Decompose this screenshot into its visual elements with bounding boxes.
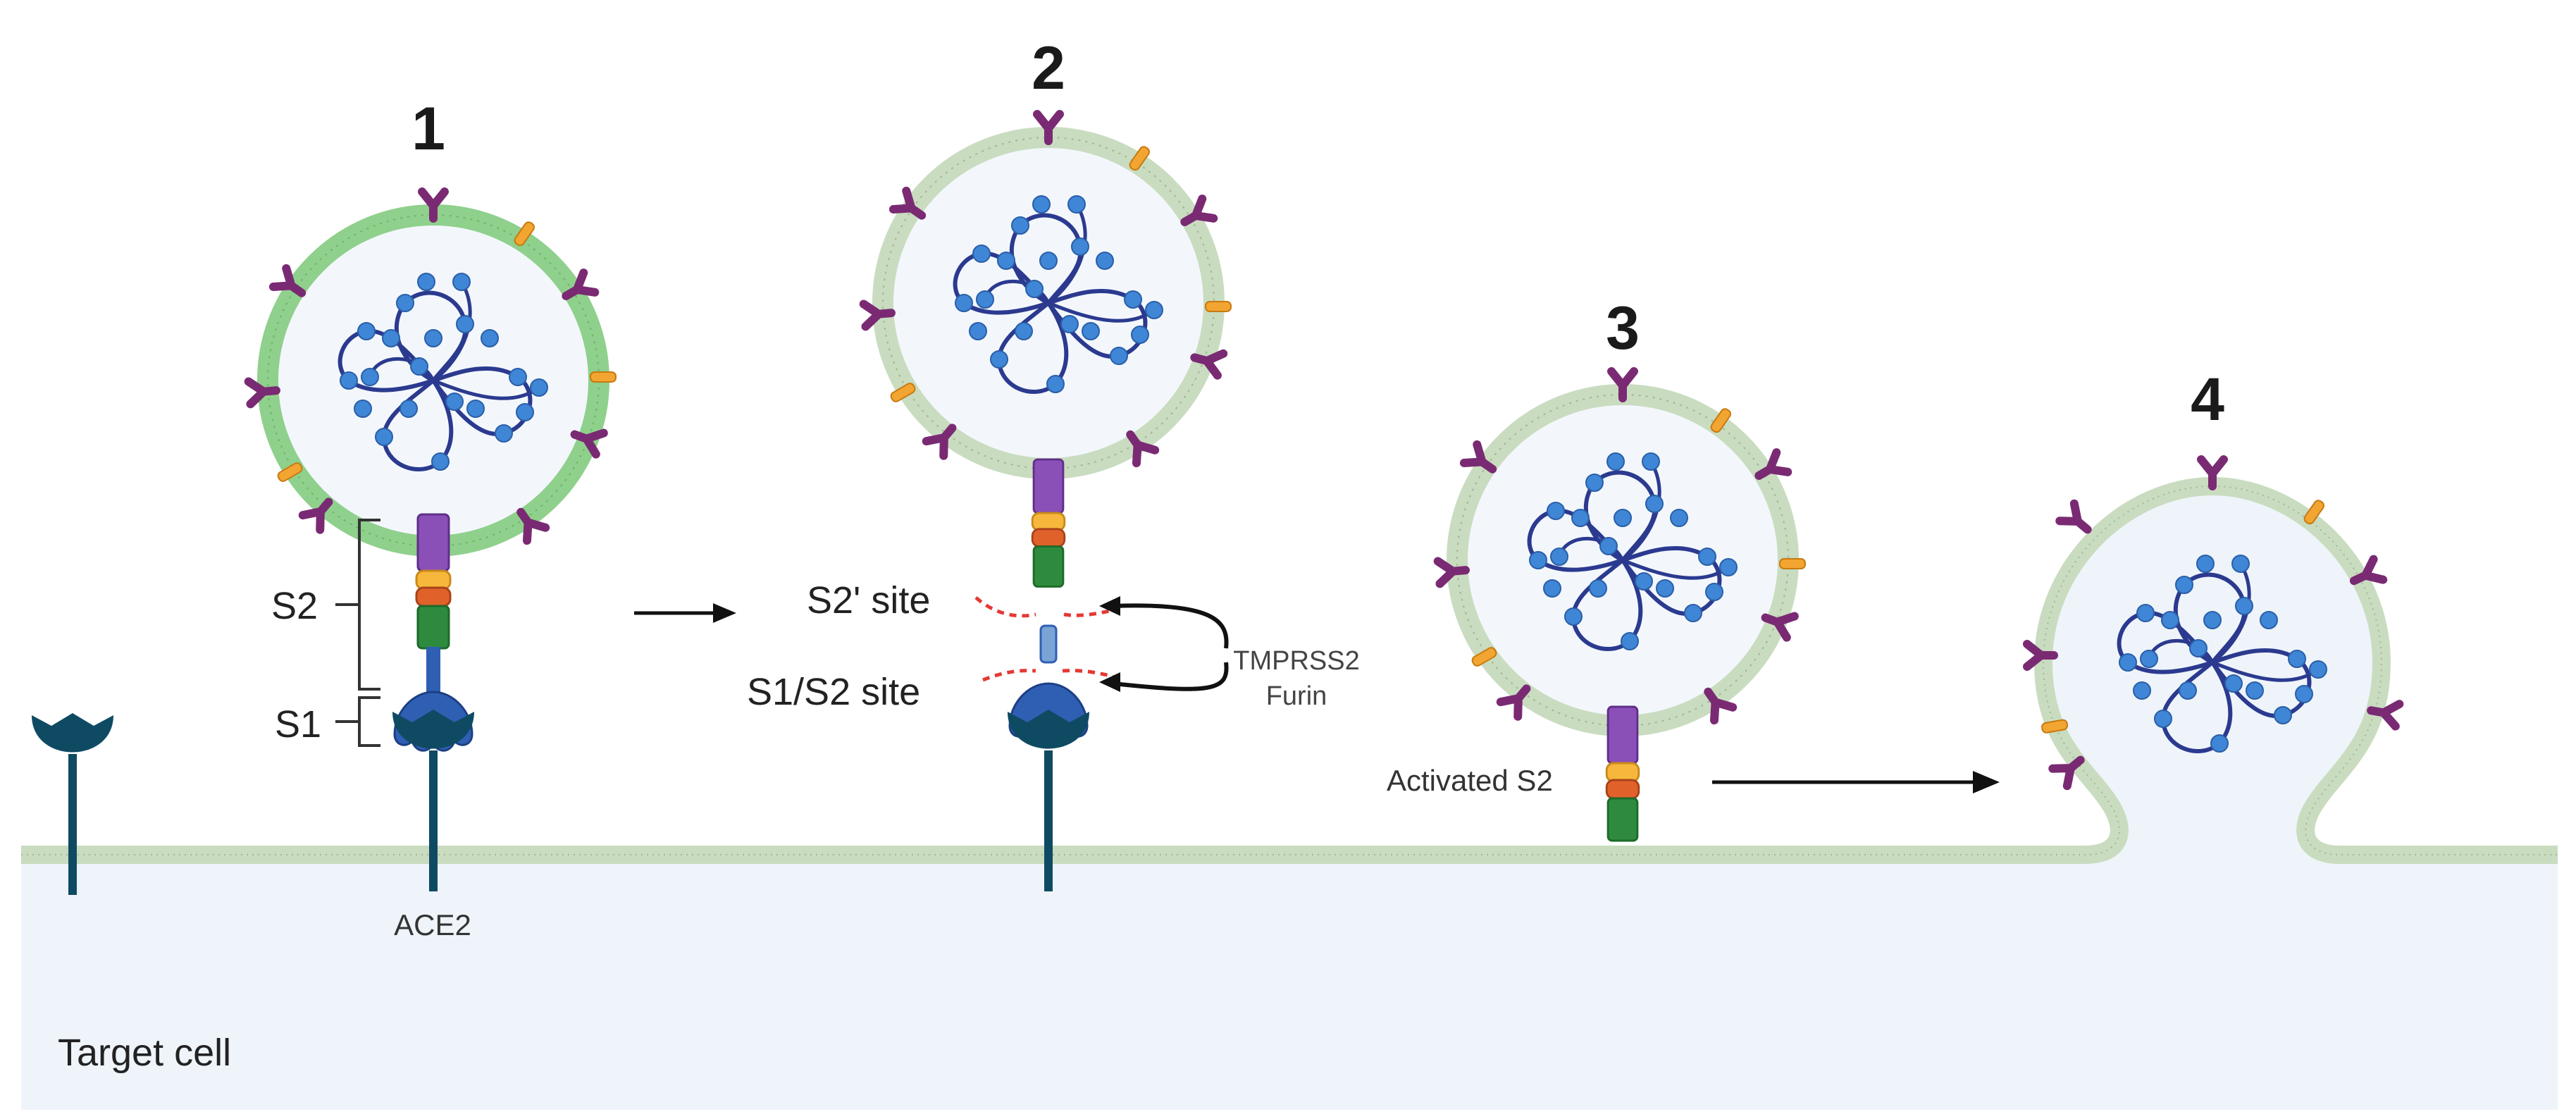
virion-stage-2: [864, 114, 1232, 479]
step-number-3: 3: [1606, 295, 1640, 362]
protease-label-tmprss2: TMPRSS2: [1233, 646, 1359, 676]
virion-stage-3: [1438, 371, 1806, 736]
protease-label-furin: Furin: [1266, 681, 1327, 711]
s2-prime-cleavage-mark: [974, 596, 1036, 618]
s1-s2-cleavage-mark: [982, 669, 1036, 682]
target-cell-cytoplasm: [21, 486, 2558, 1110]
s1-label: S1: [275, 703, 321, 746]
step-number-4: 4: [2191, 366, 2224, 433]
spike-protein-stage-1: [393, 513, 473, 752]
protease-cleavage-arrows: [1113, 603, 1229, 691]
spike-protein-stage-2: [1008, 458, 1089, 743]
step-number-1: 1: [411, 95, 445, 163]
target-cell-label: Target cell: [58, 1032, 231, 1074]
arrow-step-1-to-2: [634, 603, 736, 623]
activated-s2-stalk: [1605, 705, 1640, 842]
activated-s2-label: Activated S2: [1387, 764, 1553, 797]
s2-label: S2: [271, 585, 318, 627]
s2-s1-brackets: [335, 519, 380, 747]
s2-prime-site-label: S2' site: [807, 579, 930, 622]
step-number-2: 2: [1032, 35, 1065, 102]
ace2-label: ACE2: [394, 908, 471, 941]
virion-stage-1: [249, 192, 617, 557]
s1-s2-site-label: S1/S2 site: [747, 671, 920, 713]
arrow-step-3-to-4: [1712, 771, 2000, 793]
